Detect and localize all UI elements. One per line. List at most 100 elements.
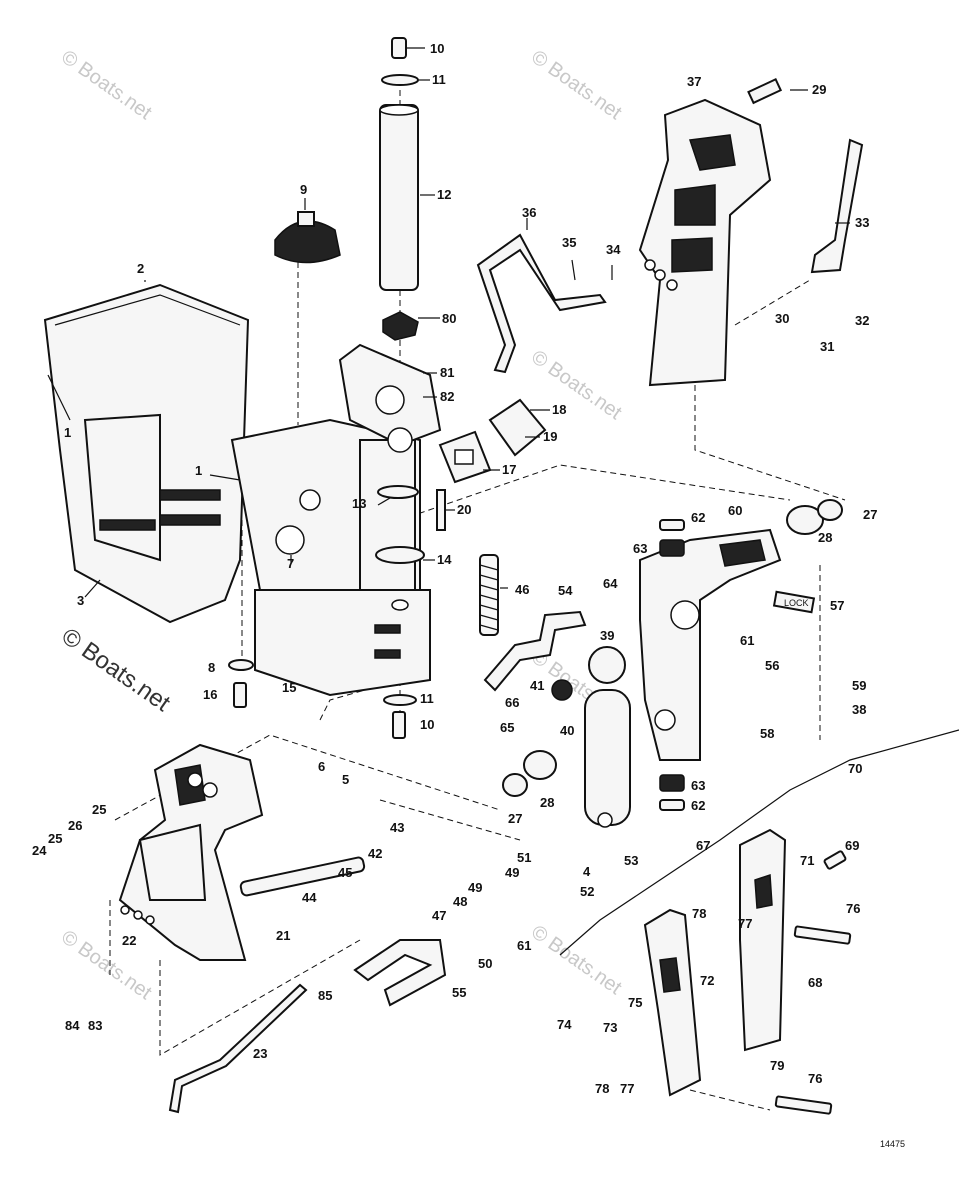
- callout-15: 15: [282, 680, 296, 695]
- callout-79: 79: [770, 1058, 784, 1073]
- callout-83: 83: [88, 1018, 102, 1033]
- callout-47: 47: [432, 908, 446, 923]
- tilt-tube: [239, 856, 366, 897]
- callout-63: 63: [633, 541, 647, 556]
- callout-67: 67: [696, 838, 710, 853]
- callout-9: 9: [300, 182, 307, 197]
- callout-6: 6: [318, 759, 325, 774]
- callout-66: 66: [505, 695, 519, 710]
- callout-13: 13: [352, 496, 366, 511]
- steering-tube: [379, 37, 419, 341]
- drawing-code: 14475: [880, 1139, 905, 1149]
- watermark: © Boats.net: [57, 46, 156, 124]
- callout-11: 11: [420, 691, 434, 706]
- lock-tag-label: LOCK: [784, 598, 809, 608]
- callout-48: 48: [453, 894, 467, 909]
- callout-23: 23: [253, 1046, 267, 1061]
- callout-76: 76: [846, 901, 860, 916]
- callout-51: 51: [517, 850, 531, 865]
- callout-28: 28: [818, 530, 832, 545]
- callout-75: 75: [628, 995, 642, 1010]
- callout-11: 11: [432, 72, 446, 87]
- leader-lines: [47, 47, 850, 598]
- callout-52: 52: [580, 884, 594, 899]
- stern-bracket-upper: [638, 77, 783, 387]
- callout-42: 42: [368, 846, 382, 861]
- callout-54: 54: [558, 583, 573, 598]
- watermark: © Boats.net: [527, 46, 626, 124]
- stern-bracket-lower: [118, 743, 264, 961]
- callout-85: 85: [318, 988, 332, 1003]
- callout-19: 19: [543, 429, 557, 444]
- callout-2: 2: [137, 261, 144, 276]
- callout-44: 44: [302, 890, 317, 905]
- callout-37: 37: [687, 74, 701, 89]
- callout-61: 61: [517, 938, 531, 953]
- callout-32: 32: [855, 313, 869, 328]
- callout-26: 26: [68, 818, 82, 833]
- callout-10: 10: [420, 717, 434, 732]
- callout-39: 39: [600, 628, 614, 643]
- callout-28: 28: [540, 795, 554, 810]
- callout-27: 27: [508, 811, 522, 826]
- callout-78: 78: [595, 1081, 609, 1096]
- callout-41: 41: [530, 678, 544, 693]
- side-plates: [643, 828, 787, 1097]
- tilt-lever: [810, 138, 864, 274]
- callout-61: 61: [740, 633, 754, 648]
- callout-7: 7: [287, 556, 294, 571]
- callout-3: 3: [77, 593, 84, 608]
- washers: [228, 485, 425, 739]
- callout-36: 36: [522, 205, 536, 220]
- callout-77: 77: [738, 916, 752, 931]
- callout-64: 64: [603, 576, 618, 591]
- callout-30: 30: [775, 311, 789, 326]
- callout-76: 76: [808, 1071, 822, 1086]
- callout-45: 45: [338, 865, 352, 880]
- swivel-housing: [230, 418, 431, 697]
- callout-29: 29: [812, 82, 826, 97]
- callout-1: 1: [64, 425, 71, 440]
- callout-59: 59: [852, 678, 866, 693]
- bushings: [502, 499, 843, 811]
- callout-62: 62: [691, 510, 705, 525]
- tilt-rod: [168, 983, 308, 1114]
- callout-58: 58: [760, 726, 774, 741]
- callout-12: 12: [437, 187, 451, 202]
- callout-84: 84: [65, 1018, 80, 1033]
- callout-80: 80: [442, 311, 456, 326]
- assembly-lines: [109, 90, 846, 1111]
- callout-8: 8: [208, 660, 215, 675]
- callout-49: 49: [505, 865, 519, 880]
- watermark-prominent: © Boats.net: [57, 623, 176, 717]
- callout-4: 4: [583, 864, 591, 879]
- swivel-bracket-right: [639, 528, 782, 761]
- callout-27: 27: [863, 507, 877, 522]
- callout-77: 77: [620, 1081, 634, 1096]
- callout-10: 10: [430, 41, 444, 56]
- callout-34: 34: [606, 242, 621, 257]
- watermark: © Boats.net: [527, 346, 626, 424]
- break-line: [559, 729, 959, 956]
- callout-50: 50: [478, 956, 492, 971]
- callout-18: 18: [552, 402, 566, 417]
- callout-49: 49: [468, 880, 482, 895]
- callout-55: 55: [452, 985, 466, 1000]
- callout-57: 57: [830, 598, 844, 613]
- callout-labels: 1 1 2 3 4 5 6 7 8 9 10 10 11 11 12 13 14…: [32, 41, 877, 1096]
- callout-33: 33: [855, 215, 869, 230]
- watermark: © Boats.net: [57, 926, 156, 1004]
- callout-69: 69: [845, 838, 859, 853]
- callout-43: 43: [390, 820, 404, 835]
- callout-31: 31: [820, 339, 834, 354]
- callout-81: 81: [440, 365, 454, 380]
- callout-56: 56: [765, 658, 779, 673]
- callout-74: 74: [557, 1017, 572, 1032]
- callout-40: 40: [560, 723, 574, 738]
- callout-16: 16: [203, 687, 217, 702]
- watermark: © Boats.net: [527, 921, 626, 999]
- callout-82: 82: [440, 389, 454, 404]
- callout-73: 73: [603, 1020, 617, 1035]
- callout-20: 20: [457, 502, 471, 517]
